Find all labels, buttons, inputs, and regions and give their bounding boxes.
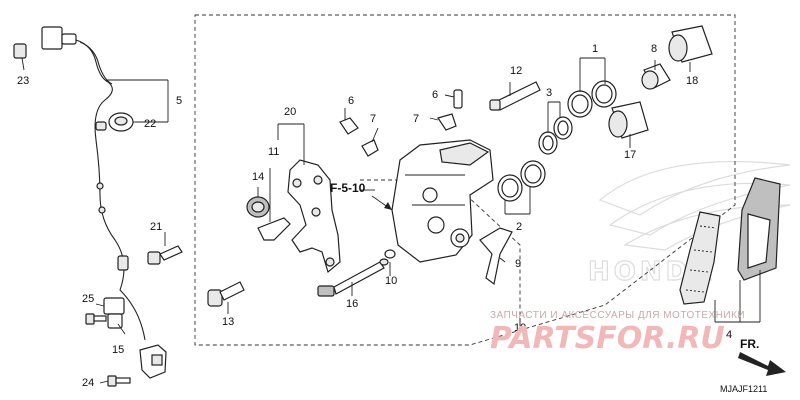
callout-12: 12 (510, 65, 522, 77)
assembly-outline (194, 14, 736, 346)
arrow-right-icon (738, 352, 786, 376)
washer-10 (384, 249, 396, 259)
brake-pad-outer (737, 177, 781, 281)
callout-18: 18 (686, 75, 698, 87)
callout-2: 2 (516, 221, 522, 233)
callout-14: 14 (252, 171, 264, 183)
callout-6-right: 6 (432, 89, 438, 101)
abs-sensor-wire (13, 26, 167, 379)
callout-21: 21 (150, 221, 162, 233)
piston-8 (641, 63, 671, 90)
bleeder-cap-7-right (437, 113, 457, 131)
callout-11: 11 (268, 146, 279, 158)
callout-13: 13 (222, 316, 234, 328)
callout-25: 25 (82, 293, 94, 305)
leader-lines (21, 57, 761, 384)
sensor-stay-15 (103, 297, 125, 315)
pad-spring-11 (257, 217, 291, 241)
front-direction-arrow: FR. (738, 337, 786, 376)
bolt-24 (107, 375, 131, 387)
piston-17 (608, 101, 649, 139)
callout-24: 24 (82, 377, 94, 389)
callout-1: 1 (592, 43, 598, 55)
reference-label: F-5-10 (330, 181, 366, 195)
wire-grommet (96, 182, 104, 190)
bolt-25 (85, 313, 107, 325)
connector-clip (13, 43, 27, 59)
bleeder-screw-6-left (339, 117, 359, 135)
sensor-body (151, 354, 163, 366)
callout-7-right: 7 (413, 113, 419, 125)
brake-pad-inner (679, 211, 721, 305)
piston-seal-2 (497, 160, 546, 202)
callout-9: 9 (515, 258, 521, 270)
callout-23: 23 (17, 75, 29, 87)
reference-arrowhead (384, 202, 392, 210)
piston-seal-1 (567, 80, 617, 118)
callout-19: 19 (514, 322, 526, 334)
wire-band (95, 121, 107, 131)
bleeder-cap-7-left (361, 139, 379, 157)
pin-13 (207, 281, 245, 307)
diagram-code: MJAJF1211 (720, 384, 767, 394)
callout-22: 22 (144, 118, 156, 130)
caliper-bracket-20 (287, 159, 341, 274)
callout-20: 20 (284, 106, 296, 118)
bolt-21 (147, 245, 183, 265)
callout-7-left: 7 (370, 113, 376, 125)
sensor-clamp (107, 313, 123, 329)
watermark-logo: PARTSFOR.RU (490, 321, 725, 356)
callout-10: 10 (385, 275, 397, 287)
rod-12 (489, 81, 541, 111)
watermark-caption: ЗАПЧАСТИ И АКСЕССУАРЫ ДЛЯ МОТОТЕХНИКИ (490, 310, 745, 321)
callout-3: 3 (546, 87, 552, 99)
caliper-body (391, 139, 494, 263)
callout-16: 16 (346, 298, 358, 310)
wire-grommet (98, 206, 106, 214)
callout-5: 5 (176, 95, 182, 107)
wire-band (117, 255, 129, 271)
piston-seal-3 (538, 116, 573, 155)
grommet-22 (108, 112, 134, 132)
callout-17: 17 (624, 149, 636, 161)
connector-boot (61, 33, 77, 45)
pin-bolt-16 (317, 258, 389, 297)
piston-18 (668, 25, 713, 63)
bleeder-screw-6-right (453, 89, 463, 109)
callout-6-left: 6 (348, 95, 354, 107)
callout-8: 8 (651, 43, 657, 55)
front-direction-label: FR. (740, 337, 759, 351)
callout-4: 4 (726, 329, 732, 341)
sensor-connector (41, 26, 63, 50)
boot-14 (246, 196, 270, 218)
pad-retainer-9 (479, 227, 513, 286)
callout-15: 15 (112, 344, 124, 356)
